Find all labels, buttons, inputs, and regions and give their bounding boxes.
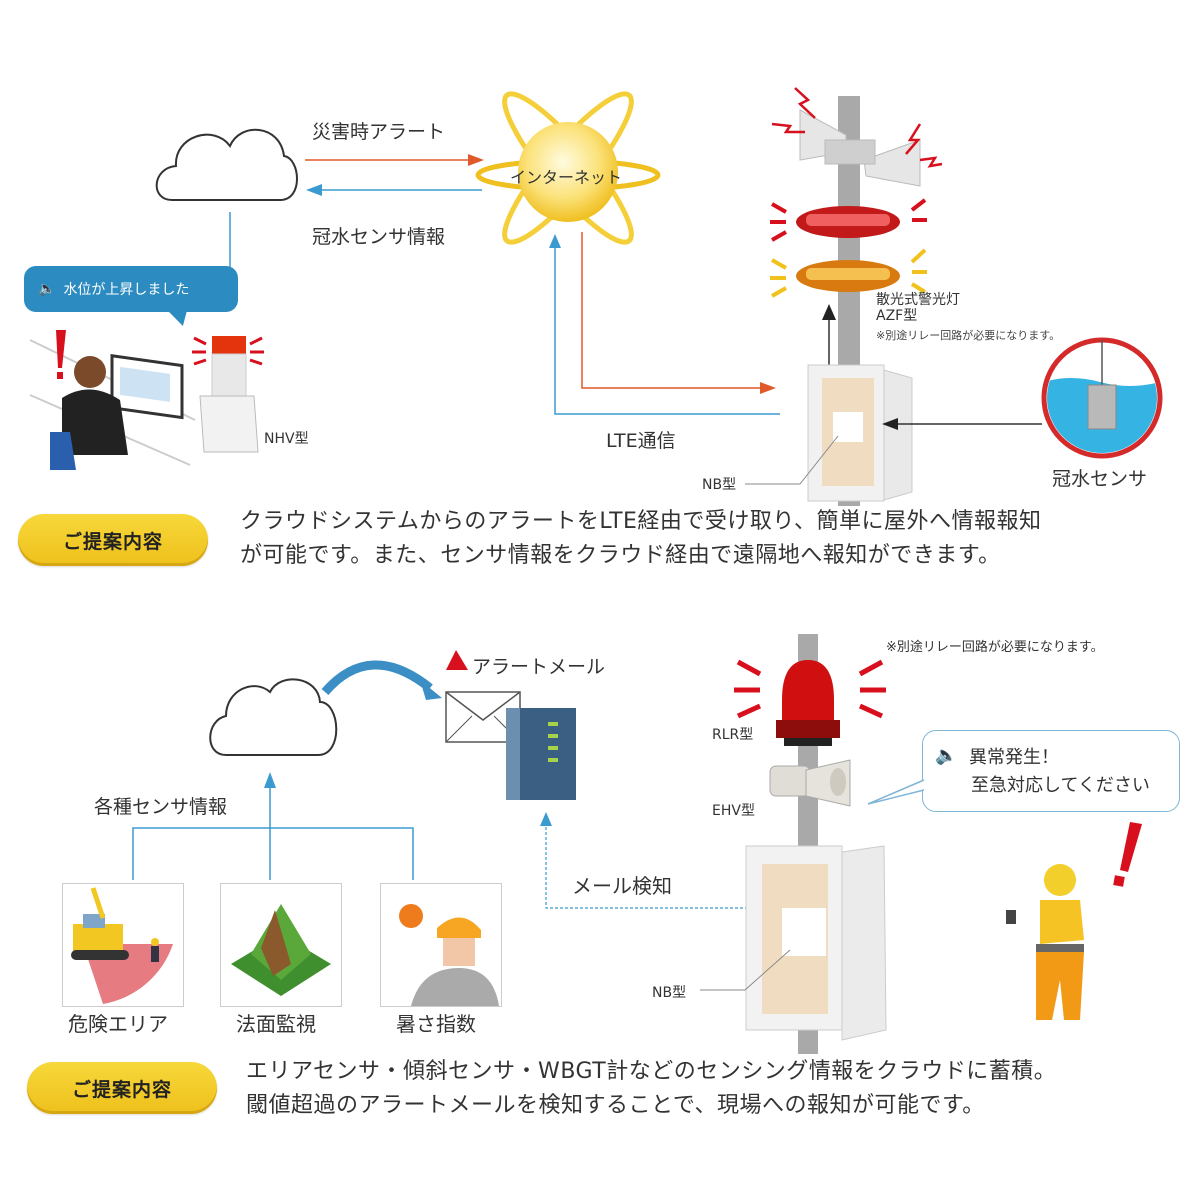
card-heat-index-label: 暑さ指数 xyxy=(396,1012,476,1036)
exclaim-icon xyxy=(56,330,66,368)
office-worker-illustration xyxy=(29,339,196,470)
card-slope-monitoring xyxy=(220,883,342,1007)
internet-label: インターネット xyxy=(510,168,623,187)
proposal-badge-top: ご提案内容 xyxy=(18,514,208,566)
exclaim-icon-bottom xyxy=(1120,822,1142,872)
proposal-description-bottom: エリアセンサ・傾斜センサ・WBGT計などのセンシング情報をクラウドに蓄積。 閾値… xyxy=(246,1055,1056,1123)
nhv-label: NHV型 xyxy=(264,431,309,447)
ehv-label: EHV型 xyxy=(712,803,755,819)
siren-horn-icon xyxy=(799,109,921,187)
azf-model: AZF型 xyxy=(876,308,918,324)
alert-triangle-icon xyxy=(446,650,468,670)
rlr-rotating-light-icon xyxy=(776,660,840,746)
rlr-label: RLR型 xyxy=(712,727,754,743)
ehv-speaker-icon xyxy=(769,759,851,807)
flash-rays-yellow xyxy=(770,248,927,298)
lte-orange-line xyxy=(581,232,760,389)
card-heat-index xyxy=(380,883,502,1007)
lightning-icon xyxy=(771,87,943,168)
nhv-signal-tower-icon xyxy=(199,336,259,453)
flash-rays-red xyxy=(770,198,927,242)
speech-bubble-text: 水位が上昇しました xyxy=(63,282,190,298)
alert-arrow-label: 災害時アラート xyxy=(312,121,446,143)
curved-arrow-icon xyxy=(321,660,433,696)
nb-label-top: NB型 xyxy=(702,477,737,493)
alarm-speech-bubble: 🔈 異常発生！ 至急対応してください xyxy=(922,730,1180,812)
card-danger-area-label: 危険エリア xyxy=(68,1012,168,1036)
speaker-icon: 🔈 xyxy=(935,745,958,766)
rlr-flash-rays xyxy=(734,659,886,719)
speech-bubble: 🔈 水位が上昇しました xyxy=(24,266,238,312)
water-sensor-icon xyxy=(1041,337,1163,459)
azf-light-amber-icon xyxy=(796,260,900,292)
mail-detect-line xyxy=(545,822,748,909)
azf-light-red-icon xyxy=(796,206,900,238)
sensor-arrow-label: 冠水センサ情報 xyxy=(312,226,446,248)
speaker-icon: 🔈 xyxy=(38,281,56,297)
alert-arrow-head xyxy=(468,154,484,166)
nb-box-icon xyxy=(807,364,913,502)
lte-label: LTE通信 xyxy=(606,430,676,452)
card-danger-area xyxy=(62,883,184,1007)
proposal-line-2: が可能です。また、センサ情報をクラウド経由で遠隔地へ報知ができます。 xyxy=(240,543,1001,568)
relay-note-top: ※別途リレー回路が必要になります。 xyxy=(876,329,1061,342)
azf-title: 散光式警光灯 xyxy=(876,292,960,308)
internet-globe-icon xyxy=(475,91,661,245)
card-slope-monitoring-label: 法面監視 xyxy=(236,1012,316,1036)
relay-note-bottom: ※別途リレー回路が必要になります。 xyxy=(886,640,1104,655)
proposal-description-top: クラウドシステムからのアラートをLTE経由で受け取り、簡単に屋外へ情報報知 が可… xyxy=(240,505,1042,573)
danger-area-icon xyxy=(71,887,173,1004)
water-sensor-label: 冠水センサ xyxy=(1052,468,1148,490)
server-icon xyxy=(506,708,576,800)
worker-illustration xyxy=(1006,864,1084,1020)
slope-monitoring-icon xyxy=(231,904,331,996)
proposal-line-1: クラウドシステムからのアラートをLTE経由で受け取り、簡単に屋外へ情報報知 xyxy=(240,509,1042,534)
heat-index-icon xyxy=(399,904,499,1006)
sensor-info-label: 各種センサ情報 xyxy=(94,796,228,818)
proposal-badge-bottom: ご提案内容 xyxy=(27,1062,217,1114)
lte-blue-line xyxy=(554,246,780,415)
alert-mail-label: アラートメール xyxy=(472,656,606,678)
nb-label-bottom: NB型 xyxy=(652,985,687,1001)
speech-line-1: 異常発生！ xyxy=(969,747,1059,768)
cloud-icon xyxy=(209,678,338,756)
nb-box-bottom-icon xyxy=(745,845,887,1041)
sensor-arrow-head xyxy=(306,184,322,196)
cloud-icon xyxy=(155,128,298,201)
speech-line-2: 至急対応してください xyxy=(971,775,1150,796)
mail-detect-label: メール検知 xyxy=(572,874,672,898)
proposal-line-2: 閾値超過のアラートメールを検知することで、現場への報知が可能です。 xyxy=(246,1093,985,1118)
proposal-line-1: エリアセンサ・傾斜センサ・WBGT計などのセンシング情報をクラウドに蓄積。 xyxy=(246,1059,1057,1084)
